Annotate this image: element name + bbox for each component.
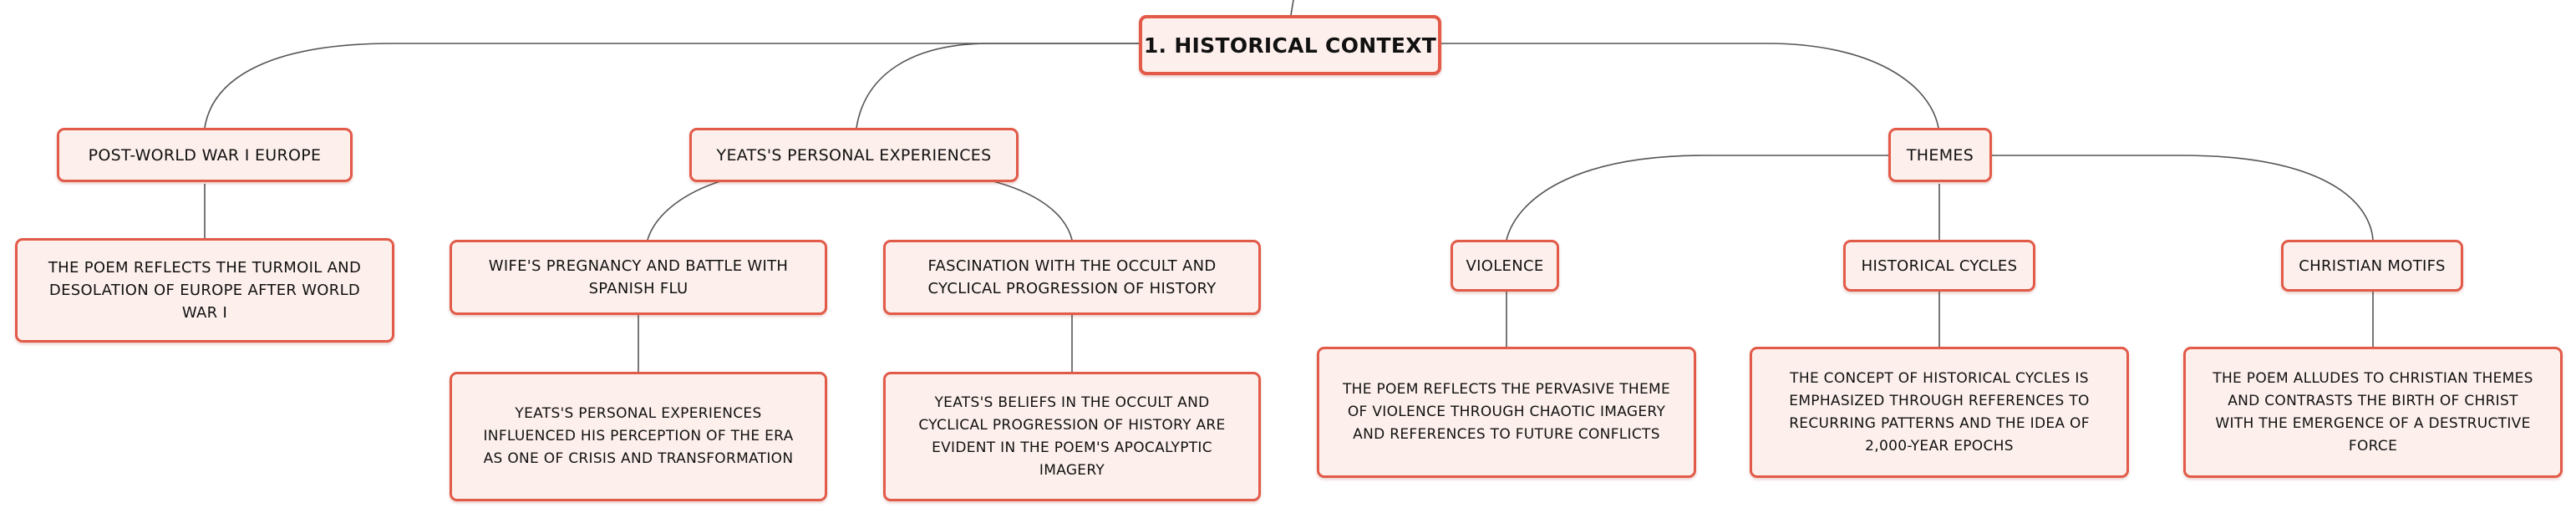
subtopic-violence[interactable]: VIOLENCE xyxy=(1451,240,1559,292)
violence-description[interactable]: THE POEM REFLECTS THE PERVASIVE THEME OF… xyxy=(1317,347,1696,478)
branch-yeats-personal-experiences[interactable]: YEATS'S PERSONAL EXPERIENCES xyxy=(689,128,1019,182)
connector-root-europe xyxy=(204,43,1141,129)
connector-root-up xyxy=(1290,0,1294,16)
branch-themes[interactable]: THEMES xyxy=(1888,128,1992,182)
root-topic[interactable]: 1. HISTORICAL CONTEXT xyxy=(1139,15,1441,75)
christian-description[interactable]: THE POEM ALLUDES TO CHRISTIAN THEMES AND… xyxy=(2183,347,2563,478)
occult-description[interactable]: YEATS'S BELIEFS IN THE OCCULT AND CYCLIC… xyxy=(883,372,1261,501)
branch-post-war-europe[interactable]: POST-WORLD WAR I EUROPE xyxy=(57,128,353,182)
subtopic-wife-pregnancy[interactable]: WIFE'S PREGNANCY AND BATTLE WITH SPANISH… xyxy=(450,240,827,315)
connector-yeats-occult xyxy=(989,180,1073,241)
connector-themes-christian xyxy=(1990,155,2374,241)
subtopic-occult-fascination[interactable]: FASCINATION WITH THE OCCULT AND CYCLICAL… xyxy=(883,240,1261,315)
wife-description[interactable]: YEATS'S PERSONAL EXPERIENCES INFLUENCED … xyxy=(450,372,827,501)
cycles-description[interactable]: THE CONCEPT OF HISTORICAL CYCLES IS EMPH… xyxy=(1750,347,2129,478)
connector-themes-violence xyxy=(1506,155,1888,241)
connector-root-yeats xyxy=(856,43,1141,129)
connector-yeats-wife xyxy=(647,180,724,241)
subtopic-christian-motifs[interactable]: CHRISTIAN MOTIFS xyxy=(2281,240,2463,292)
connector-root-themes xyxy=(1440,43,1939,129)
europe-description[interactable]: THE POEM REFLECTS THE TURMOIL AND DESOLA… xyxy=(15,238,394,343)
subtopic-historical-cycles[interactable]: HISTORICAL CYCLES xyxy=(1843,240,2035,292)
